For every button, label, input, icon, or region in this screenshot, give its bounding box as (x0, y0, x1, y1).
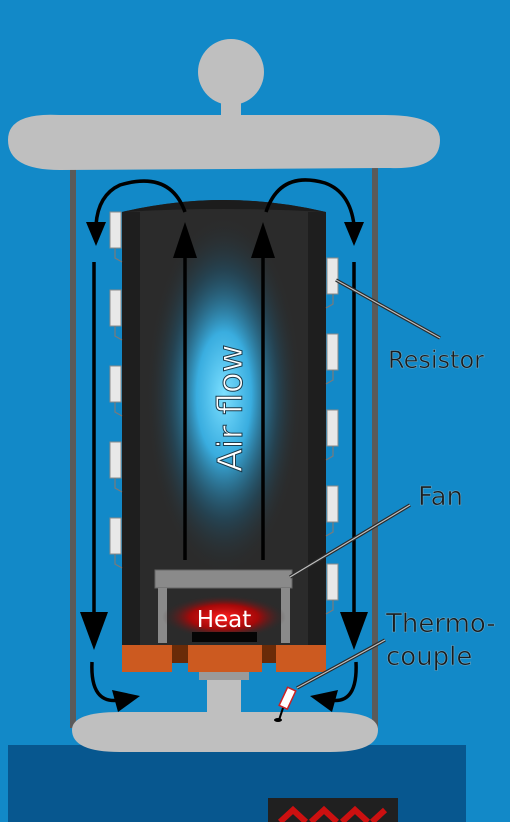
bottom-plate (72, 712, 378, 752)
left-rod (70, 168, 76, 728)
inner-arrowhead-right (251, 222, 275, 258)
top-circulation-arrows (94, 178, 356, 226)
lid-knob (198, 39, 264, 105)
thermocouple-label-line1: Thermo- (385, 609, 496, 639)
segment-display-icon (268, 798, 398, 822)
heat-label: Heat (197, 607, 252, 633)
fan-label: Fan (418, 482, 463, 512)
bottom-arrowhead-right (310, 690, 338, 712)
heat-glow (162, 595, 286, 639)
furnace-lid (8, 114, 440, 170)
top-arrowhead-right (344, 222, 364, 246)
right-edge-strip (510, 0, 514, 822)
resistor-label: Resistor (388, 346, 484, 374)
heater-element (192, 632, 257, 642)
resistor-icon-right (325, 257, 339, 615)
leader-lines-highlight (289, 279, 441, 689)
thermocouple-label-line2: couple (386, 642, 472, 672)
resistor-icon (109, 211, 123, 569)
outer-arrowhead-left (80, 612, 108, 650)
right-rod (372, 168, 378, 728)
inner-arrowhead-left (173, 222, 197, 258)
column-cap (199, 672, 249, 680)
outer-down-arrows (92, 262, 356, 620)
insulation-base (122, 645, 326, 672)
thermocouple-icon (274, 686, 297, 722)
bottom-arrowhead-left (112, 690, 140, 712)
outer-arrowhead-right (340, 612, 368, 650)
inner-airflow-arrows (183, 240, 265, 560)
top-arrowhead-left (86, 222, 106, 246)
airflow-label: Air flow (211, 344, 251, 472)
